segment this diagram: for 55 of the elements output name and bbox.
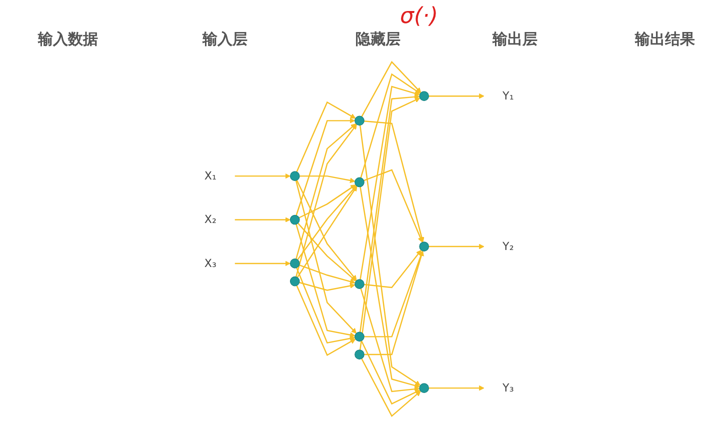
handwritten-annotation: σ(·)	[400, 4, 438, 30]
arrow	[361, 358, 421, 418]
column-heading: 输入数据	[38, 30, 98, 49]
arrow	[296, 285, 356, 356]
node-text: X₃	[204, 256, 216, 270]
column-heading: 输出结果	[635, 30, 695, 49]
arrow	[360, 340, 420, 405]
arrow	[360, 73, 420, 178]
arrow	[359, 125, 420, 386]
arrow	[364, 120, 424, 242]
node-circle	[419, 91, 429, 101]
column-heading: 输入层	[202, 30, 248, 49]
arrow	[360, 186, 420, 388]
arrow	[428, 244, 484, 250]
arrow	[364, 250, 422, 288]
arrow	[296, 224, 356, 338]
arrow	[299, 282, 356, 291]
node-circle	[419, 383, 429, 393]
node-circle	[354, 350, 364, 360]
arrow	[299, 175, 356, 184]
arrow	[296, 268, 356, 344]
arrow	[364, 169, 423, 243]
node-text: Y₂	[502, 240, 514, 253]
column-heading: 隐藏层	[356, 30, 400, 49]
arrow	[234, 260, 290, 266]
arrow	[298, 184, 356, 218]
node-circle	[354, 279, 364, 289]
arrow	[361, 60, 422, 117]
arrow	[295, 180, 356, 334]
node-text: Y₁	[502, 90, 514, 103]
node-circle	[354, 177, 364, 188]
arrow	[360, 288, 420, 392]
arrow	[296, 118, 356, 216]
node-text: X₂	[204, 213, 216, 226]
arrow	[428, 385, 484, 391]
arrow	[298, 264, 356, 284]
node-circle	[354, 116, 364, 126]
arrow	[234, 217, 290, 222]
arrow	[364, 250, 424, 338]
node-circle	[290, 276, 300, 286]
column-heading: 输出层	[492, 30, 538, 49]
node-circle	[290, 258, 300, 268]
arrow	[364, 250, 424, 356]
arrow	[296, 101, 356, 172]
arrow	[297, 185, 357, 260]
node-circle	[290, 214, 300, 225]
node-text: Y₃	[502, 382, 514, 395]
arrow	[234, 173, 290, 179]
arrow	[297, 222, 356, 282]
arrow	[428, 93, 484, 99]
node-circle	[354, 332, 364, 342]
node-circle	[419, 242, 429, 252]
node-circle	[290, 171, 300, 181]
arrow	[360, 86, 420, 280]
node-text: X₁	[204, 170, 216, 183]
